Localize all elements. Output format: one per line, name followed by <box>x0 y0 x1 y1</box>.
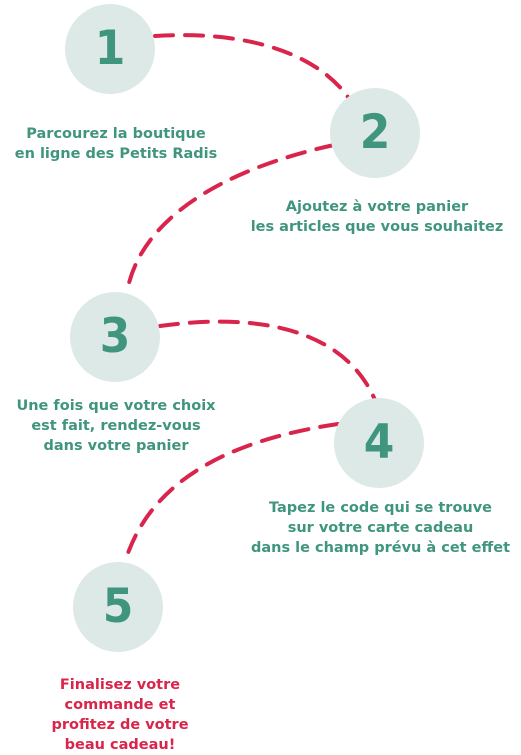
step-5-text-line: profitez de votre <box>51 717 189 733</box>
step-2-number: 2 <box>359 104 391 160</box>
step-2-text: Ajoutez à votre panier les articles que … <box>234 197 520 237</box>
step-4-text-line: sur votre carte cadeau <box>287 520 474 536</box>
connector-1-2 <box>153 33 352 102</box>
step-3-text-line: dans votre panier <box>43 438 189 454</box>
step-2-text-line: les articles que vous souhaitez <box>250 219 504 235</box>
connector-4-5 <box>123 422 340 564</box>
step-2-text-line: Ajoutez à votre panier <box>285 199 469 215</box>
step-3-number: 3 <box>99 308 131 364</box>
step-1-circle: 1 <box>65 4 155 94</box>
step-1-text-line: en ligne des Petits Radis <box>14 146 218 162</box>
step-1-text-line: Parcourez la boutique <box>26 126 206 142</box>
step-1-text: Parcourez la boutique en ligne des Petit… <box>0 124 232 164</box>
step-4-circle: 4 <box>334 398 424 488</box>
step-1-number: 1 <box>94 20 126 77</box>
step-4-text: Tapez le code qui se trouve sur votre ca… <box>240 498 521 558</box>
step-5-number: 5 <box>102 578 134 634</box>
step-5-text-line: commande et <box>64 697 176 713</box>
step-3-text: Une fois que votre choix est fait, rende… <box>0 396 232 456</box>
step-5-circle: 5 <box>73 562 163 652</box>
step-4-text-line: Tapez le code qui se trouve <box>268 500 493 516</box>
step-3-circle: 3 <box>70 292 160 382</box>
step-5-text: Finalisez votre commande et profitez de … <box>30 675 210 755</box>
step-4-number: 4 <box>363 414 395 470</box>
connector-2-3 <box>125 143 336 294</box>
connector-3-4 <box>158 319 377 402</box>
step-4-text-line: dans le champ prévu à cet effet <box>250 540 511 556</box>
step-5-text-line: beau cadeau! <box>64 737 176 753</box>
step-5-text-line: Finalisez votre <box>59 677 181 693</box>
step-3-text-line: Une fois que votre choix <box>16 398 216 414</box>
step-3-text-line: est fait, rendez-vous <box>31 418 201 434</box>
step-2-circle: 2 <box>330 88 420 178</box>
